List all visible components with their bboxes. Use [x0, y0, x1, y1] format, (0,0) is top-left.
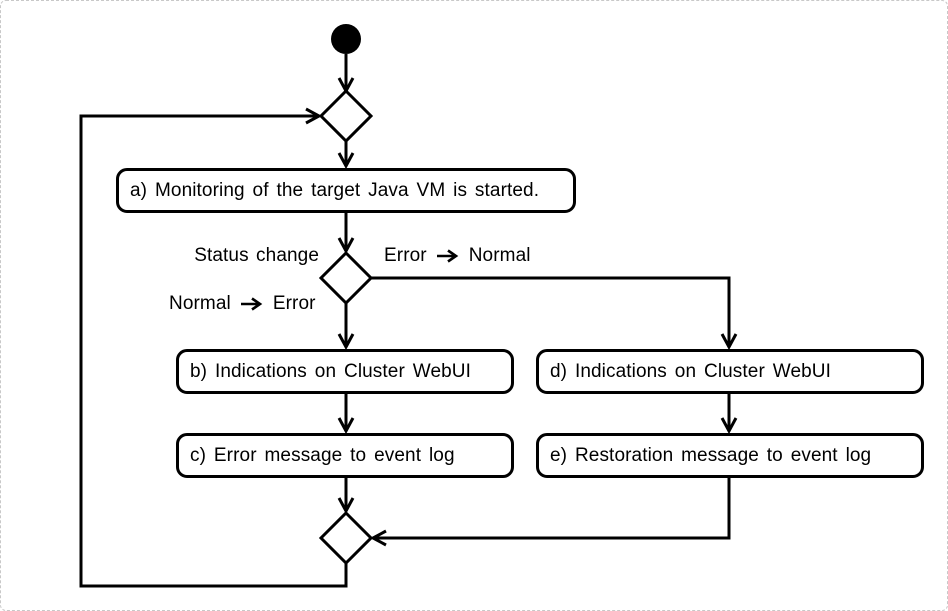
connector-loop-back [79, 107, 348, 588]
status-change-text: Status change [194, 245, 319, 266]
edge-label-normal-to-error: Normal Error [169, 292, 316, 316]
action-box-e: e) Restoration message to event log [536, 433, 924, 478]
error-to-normal-to: Normal [468, 245, 531, 266]
right-arrow-icon [436, 249, 459, 263]
action-box-b: b) Indications on Cluster WebUI [176, 349, 514, 394]
edge-label-status-change: Status change [141, 244, 319, 268]
connector-decision-to-d [371, 276, 738, 351]
action-box-c: c) Error message to event log [176, 433, 514, 478]
bottom-merge-diamond [318, 510, 374, 566]
normal-to-error-to: Error [272, 293, 316, 314]
initial-node [331, 24, 361, 54]
action-box-a: a) Monitoring of the target Java VM is s… [116, 168, 576, 213]
action-box-d: d) Indications on Cluster WebUI [536, 349, 924, 394]
right-arrow-icon [240, 297, 263, 311]
error-to-normal-from: Error [384, 245, 427, 266]
connector-e-to-bottom-merge [369, 478, 731, 547]
status-decision-diamond [318, 250, 374, 306]
top-merge-diamond [318, 88, 374, 144]
normal-to-error-from: Normal [169, 293, 231, 314]
edge-label-error-to-normal: Error Normal [384, 244, 531, 268]
